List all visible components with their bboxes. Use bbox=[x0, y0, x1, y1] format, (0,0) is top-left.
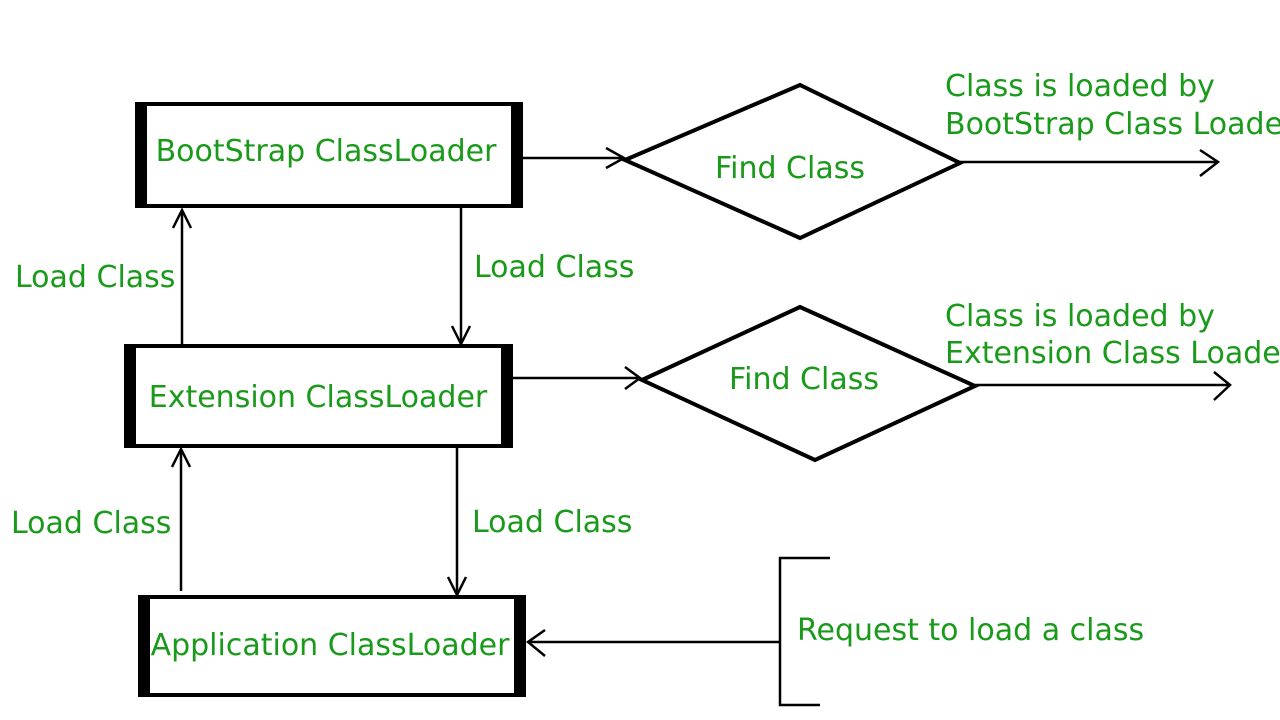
extension-label: Extension ClassLoader bbox=[149, 380, 488, 415]
edge-application-to-extension bbox=[170, 446, 192, 591]
extension-result-line-1: Class is loaded by bbox=[945, 299, 1215, 334]
application-box bbox=[139, 595, 526, 697]
load-class-label-down-2: Load Class bbox=[472, 505, 632, 540]
find-class-decision-2: Find Class bbox=[637, 304, 980, 463]
extension-result-line-2: Extension Class Loader bbox=[945, 336, 1280, 371]
extension-classloader-node: Extension ClassLoader bbox=[124, 344, 513, 448]
request-bracket bbox=[525, 556, 830, 707]
bracket-shape bbox=[778, 556, 830, 707]
extension-left-bar bbox=[124, 344, 136, 448]
bootstrap-left-bar bbox=[135, 102, 147, 208]
find-class-label-1: Find Class bbox=[715, 151, 865, 186]
edge-extension-to-application bbox=[446, 448, 468, 598]
extension-box bbox=[125, 344, 513, 448]
load-class-label-up-2: Load Class bbox=[11, 506, 171, 541]
load-class-label-up-1: Load Class bbox=[15, 260, 175, 295]
edge-extension-to-bootstrap bbox=[171, 207, 193, 344]
bootstrap-label: BootStrap ClassLoader bbox=[156, 134, 498, 169]
bootstrap-right-bar bbox=[511, 102, 523, 208]
edge-find-class-1-out bbox=[960, 148, 1221, 177]
edge-extension-to-find-class bbox=[513, 365, 643, 391]
application-label: Application ClassLoader bbox=[151, 628, 511, 663]
application-left-bar bbox=[138, 595, 150, 697]
edge-bootstrap-to-extension bbox=[450, 208, 472, 347]
bootstrap-classloader-node: BootStrap ClassLoader bbox=[135, 102, 523, 208]
bootstrap-result-line-1: Class is loaded by bbox=[945, 69, 1215, 104]
find-class-label-2: Find Class bbox=[729, 362, 879, 397]
edge-find-class-2-out bbox=[975, 371, 1232, 401]
find-class-decision-1: Find Class bbox=[620, 82, 965, 241]
load-class-label-down-1: Load Class bbox=[474, 250, 634, 285]
application-right-bar bbox=[514, 595, 526, 697]
bootstrap-result-line-2: BootStrap Class Loader bbox=[945, 107, 1280, 142]
request-label: Request to load a class bbox=[797, 613, 1144, 648]
edge-bootstrap-to-find-class bbox=[523, 146, 627, 170]
extension-right-bar bbox=[501, 344, 513, 448]
application-classloader-node: Application ClassLoader bbox=[138, 595, 526, 697]
